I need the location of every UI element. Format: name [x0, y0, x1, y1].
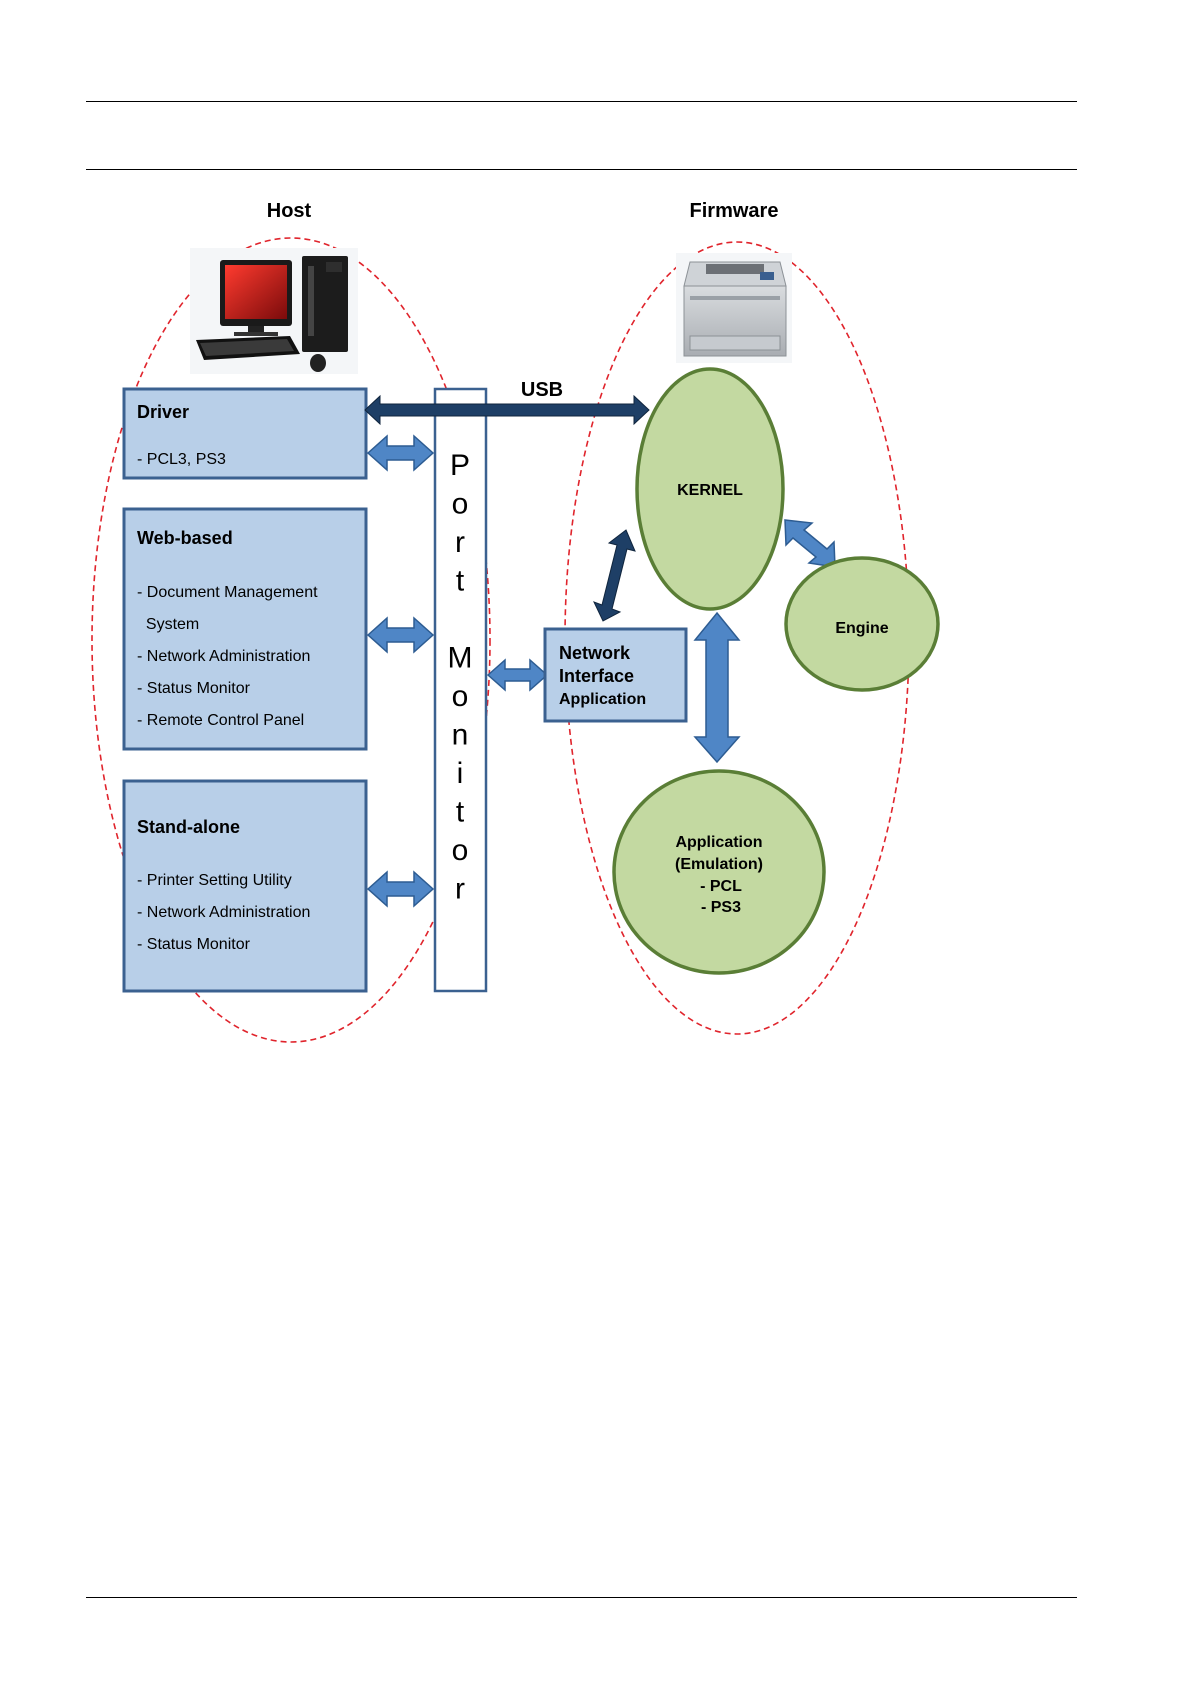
port-monitor-letter: r	[455, 526, 465, 559]
application-line: Application	[675, 834, 762, 851]
header-rule-top	[86, 101, 1077, 102]
stand-alone-item: - Printer Setting Utility	[137, 872, 292, 889]
stand-alone-box: Stand-alone - Printer Setting Utility - …	[122, 779, 368, 993]
port-monitor-letter: o	[452, 488, 469, 521]
network-interface-box: Network Interface Application	[543, 627, 688, 723]
computer-icon	[190, 248, 358, 374]
network-interface-line: Network	[559, 643, 631, 663]
port-network-arrow	[486, 658, 549, 692]
kernel-application-arrow	[693, 611, 741, 764]
firmware-title: Firmware	[690, 200, 779, 222]
network-interface-line: Application	[559, 691, 646, 708]
port-monitor-letter: o	[452, 680, 469, 713]
host-port-arrows	[366, 434, 549, 908]
port-monitor-letter: t	[456, 565, 465, 598]
host-group-boundary	[91, 237, 491, 1043]
port-monitor-letter: M	[448, 642, 473, 675]
header-rule-bottom	[86, 169, 1077, 170]
host-title: Host	[267, 200, 312, 222]
application-node: Application (Emulation) - PCL - PS3	[612, 769, 826, 975]
application-line: - PS3	[701, 899, 741, 916]
kernel-label: KERNEL	[677, 482, 743, 499]
port-monitor-letter: r	[455, 873, 465, 906]
stand-alone-port-arrow	[366, 870, 435, 908]
driver-port-arrow	[366, 434, 435, 472]
engine-label: Engine	[835, 620, 888, 637]
port-monitor-letter: t	[456, 796, 465, 829]
web-based-title: Web-based	[137, 528, 233, 548]
driver-box: Driver - PCL3, PS3	[122, 387, 368, 480]
usb-label: USB	[521, 379, 563, 401]
web-based-item: System	[137, 616, 199, 633]
network-kernel-arrow	[593, 529, 636, 622]
stand-alone-item: - Network Administration	[137, 904, 310, 921]
kernel-engine-arrow	[784, 519, 836, 568]
application-line: (Emulation)	[675, 856, 763, 873]
port-monitor-letter: i	[457, 757, 464, 790]
stand-alone-item: - Status Monitor	[137, 936, 251, 953]
engine-node: Engine	[784, 556, 940, 692]
web-based-item: - Network Administration	[137, 648, 310, 665]
usb-connection: USB	[364, 379, 650, 426]
network-interface-line: Interface	[559, 666, 634, 686]
usb-arrow	[364, 394, 650, 426]
kernel-node: KERNEL	[635, 367, 785, 611]
port-monitor-letter: n	[452, 719, 469, 752]
driver-item: - PCL3, PS3	[137, 451, 226, 468]
application-line: - PCL	[700, 878, 742, 895]
web-based-item: - Status Monitor	[137, 680, 251, 697]
stand-alone-title: Stand-alone	[137, 817, 240, 837]
web-based-item: - Remote Control Panel	[137, 712, 304, 729]
web-based-port-arrow	[366, 616, 435, 654]
printer-icon	[676, 253, 792, 363]
driver-title: Driver	[137, 402, 189, 422]
web-based-box: Web-based - Document Management System -…	[122, 507, 368, 751]
footer-rule	[86, 1597, 1077, 1598]
port-monitor-letter: P	[450, 449, 470, 482]
web-based-item: - Document Management	[137, 584, 318, 601]
port-monitor-letter: o	[452, 834, 469, 867]
